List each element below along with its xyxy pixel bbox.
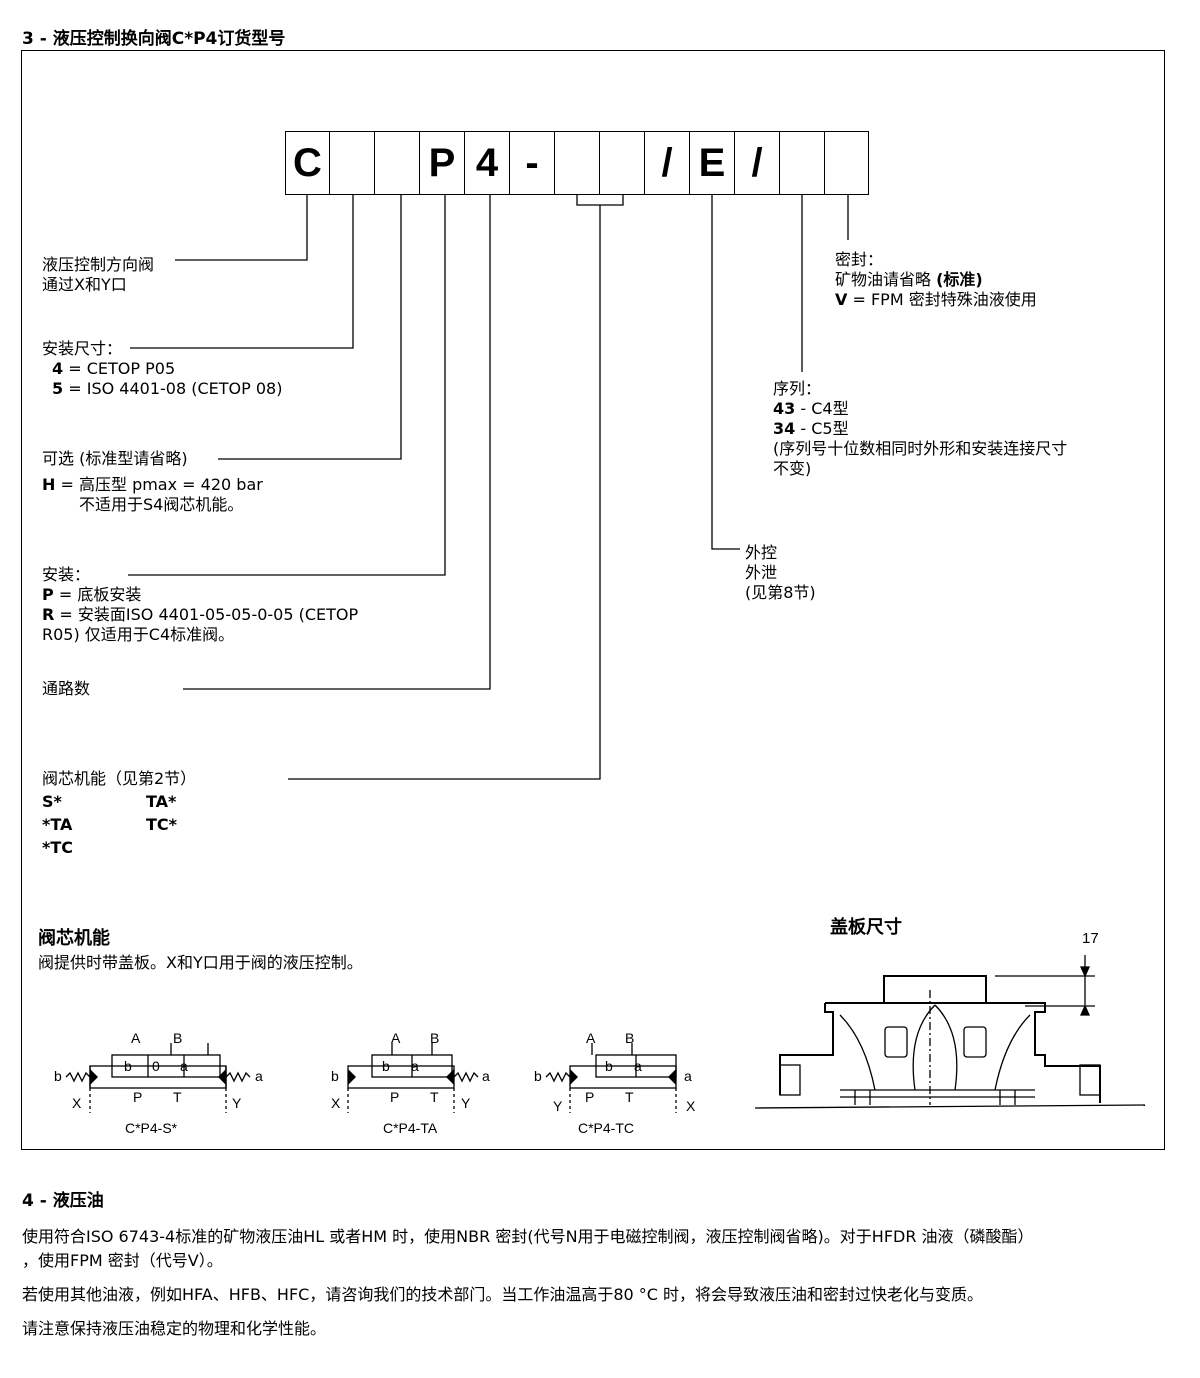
fluid-paragraph-3: 请注意保持液压油稳定的物理和化学性能。 xyxy=(22,1319,327,1338)
code-box-10: E xyxy=(689,131,735,195)
size-label: 安装尺寸： 4 = CETOP P05 5 = ISO 4401-08 (CET… xyxy=(42,339,283,398)
diagram-caption: C*P4-TA xyxy=(383,1120,438,1136)
section4-title: 4 - 液压油 xyxy=(22,1191,104,1211)
fluid-paragraph-2: 若使用其他油液，例如HFA、HFB、HFC，请咨询我们的技术部门。当工作油温高于… xyxy=(22,1285,984,1304)
section3-title: 3 - 液压控制换向阀C*P4订货型号 xyxy=(22,29,286,49)
option-label: 可选 (标准型请省略) H = 高压型 pmax = 420 bar 不适用于S… xyxy=(42,449,263,514)
diagram-caption: C*P4-TC xyxy=(578,1120,635,1136)
series-label: 序列： 43 - C4型 34 - C5型 (序列号十位数相同时外形和安装连接尺… xyxy=(773,379,1068,478)
fluid-paragraph-1: 使用符合ISO 6743-4标准的矿物液压油HL 或者HM 时，使用NBR 密封… xyxy=(22,1227,1034,1246)
code-box-1: C xyxy=(285,131,330,195)
cover-plate-title: 盖板尺寸 xyxy=(830,917,902,938)
ordering-code-frame xyxy=(21,50,1165,1150)
fluid-paragraph-1-cont: ，使用FPM 密封（代号V）。 xyxy=(22,1251,223,1270)
spool-label: 阀芯机能（见第2节） S* TA* *TA TC* *TC xyxy=(42,769,197,857)
leader-lines xyxy=(128,195,849,780)
cover-plate-dimension: 17 xyxy=(1082,930,1099,947)
ways-label: 通路数 xyxy=(42,679,91,698)
code-box-4: P xyxy=(419,131,465,195)
pilot-label: 液压控制方向阀 通过X和Y口 xyxy=(42,255,155,294)
mounting-label: 安装： P = 底板安装 R = 安装面ISO 4401-05-05-0-05 … xyxy=(42,565,359,644)
spool-function-desc: 阀提供时带盖板。X和Y口用于阀的液压控制。 xyxy=(38,953,363,972)
cover-plate-drawing xyxy=(754,955,1146,1109)
diagram-caption: C*P4-S* xyxy=(125,1120,178,1136)
code-box-13 xyxy=(824,131,869,195)
seal-label: 密封： 矿物油请省略 (标准) V = FPM 密封特殊油液使用 xyxy=(835,250,1037,309)
external-label: 外控 外泄 (见第8节) xyxy=(745,543,816,602)
spool-function-title: 阀芯机能 xyxy=(38,928,110,949)
